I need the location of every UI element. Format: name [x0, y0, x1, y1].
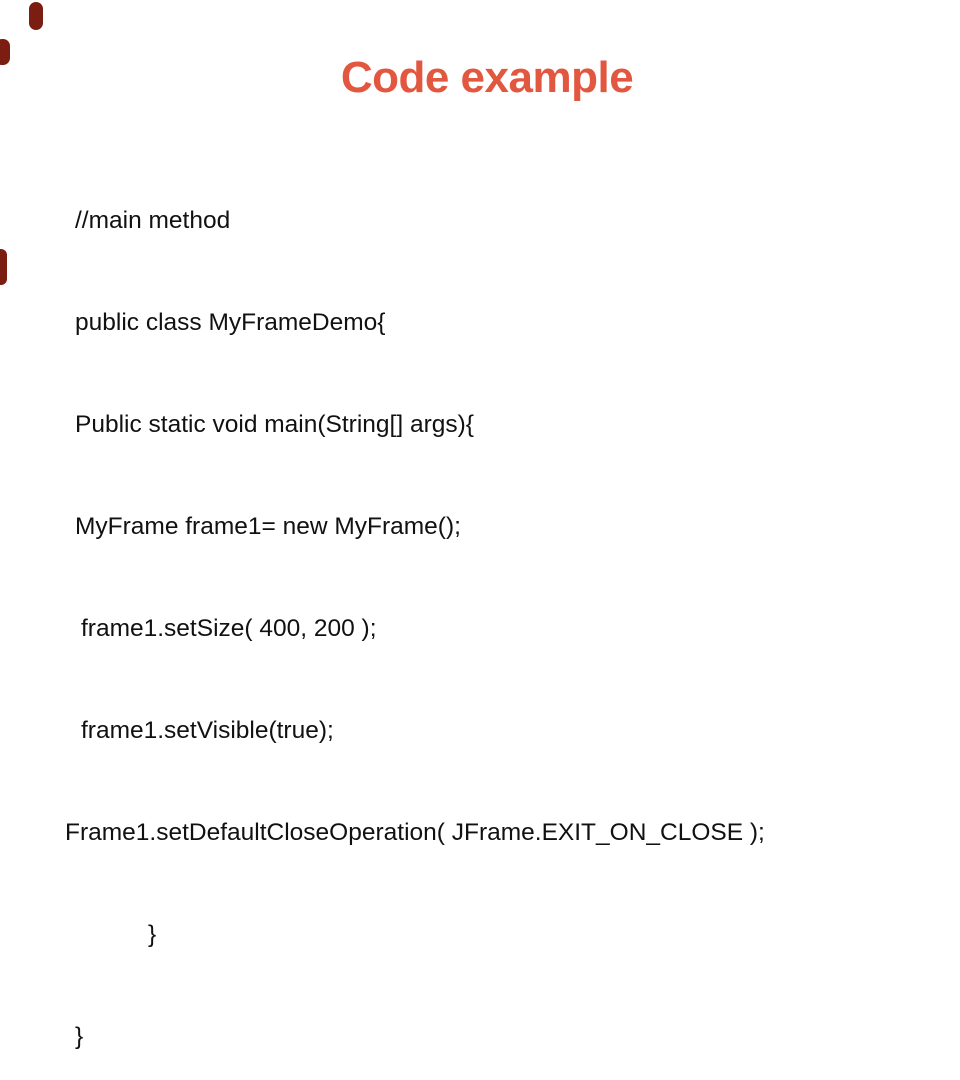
code-line: Frame1.setDefaultCloseOperation( JFrame.…	[65, 819, 765, 846]
code-line: //main method	[75, 207, 231, 234]
code-block: //main method public class MyFrameDemo{ …	[65, 136, 765, 1080]
border-fragment-left-middle	[0, 249, 7, 285]
code-line: frame1.setVisible(true);	[81, 717, 334, 744]
border-fragment-left-upper	[0, 39, 10, 65]
code-line: Public static void main(String[] args){	[75, 411, 474, 438]
slide-canvas: Code example //main method public class …	[0, 2, 765, 1050]
code-line: }	[75, 1023, 84, 1050]
code-line: MyFrame frame1= new MyFrame();	[75, 513, 461, 540]
code-line: frame1.setSize( 400, 200 );	[81, 615, 377, 642]
code-line: }	[148, 921, 157, 948]
code-line: public class MyFrameDemo{	[75, 309, 386, 336]
slide-title: Code example	[340, 53, 634, 102]
border-fragment-top	[29, 2, 43, 30]
